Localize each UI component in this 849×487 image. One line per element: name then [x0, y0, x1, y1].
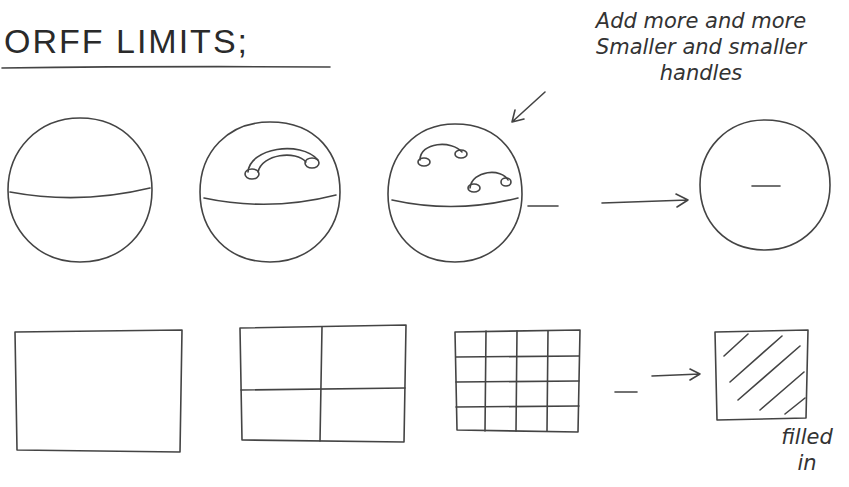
square-subdivided	[240, 325, 406, 442]
handwritten-note: filled in	[770, 424, 844, 476]
continuation-dash	[615, 391, 637, 393]
limit-arrow	[652, 369, 700, 380]
square-grid	[455, 330, 580, 432]
sphere-with-handles	[388, 124, 522, 262]
continuation-dash	[528, 205, 558, 207]
filled-square	[715, 330, 808, 420]
title-underline	[2, 67, 330, 68]
square	[15, 330, 182, 452]
limit-arrow	[602, 194, 688, 207]
sphere-with-handle	[200, 122, 340, 262]
sphere	[8, 118, 152, 262]
limit-sphere	[700, 120, 830, 250]
handwritten-note: Add more and more Smaller and smaller ha…	[560, 8, 842, 86]
sketch-title: ORFF LIMITS;	[4, 22, 249, 61]
callout-arrow	[512, 92, 545, 122]
